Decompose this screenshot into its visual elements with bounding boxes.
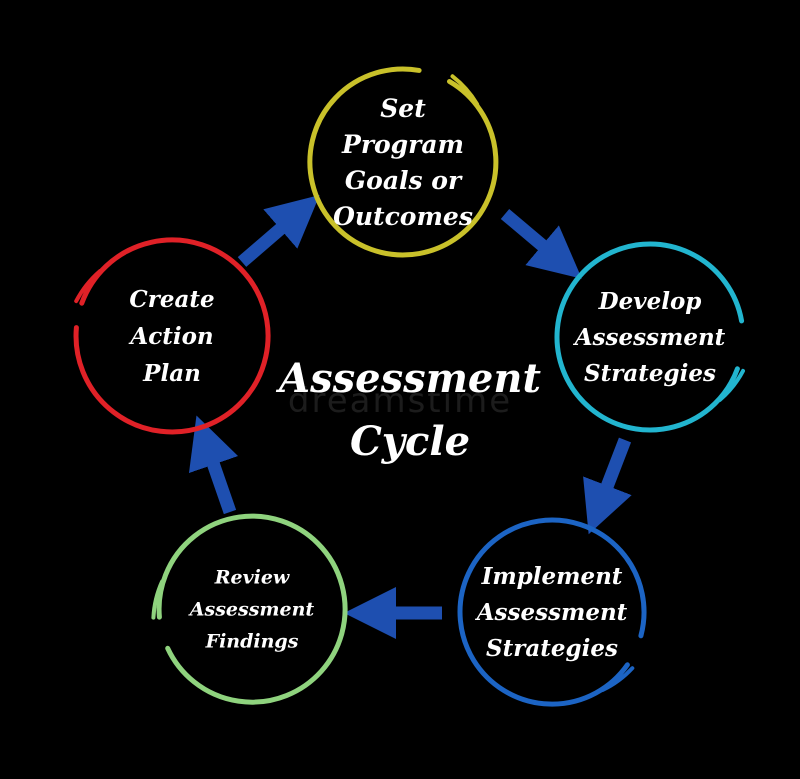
step-label-line: Create <box>129 286 214 313</box>
step-label-line: Strategies <box>486 635 618 662</box>
cycle-arrow-2 <box>500 209 582 279</box>
step-circle <box>307 66 499 258</box>
cycle-arrow-5 <box>188 415 239 515</box>
step-label-line: Set <box>380 94 426 123</box>
step-label-line: Findings <box>205 631 299 653</box>
step-circle-tail <box>151 579 165 620</box>
step-label-line: Review <box>214 567 290 589</box>
step-label-line: Plan <box>142 360 201 387</box>
step-circle <box>73 237 271 435</box>
step-label-line: Assessment <box>475 599 628 626</box>
step-label-line: Develop <box>598 288 702 315</box>
watermark: dreamstime <box>288 381 512 421</box>
center-title: Assessment Cycle <box>275 355 541 465</box>
step-label-line: Action <box>128 323 213 350</box>
cycle-arrow-3 <box>583 437 632 535</box>
step-label-line: Goals or <box>345 166 463 195</box>
step-label-line: Assessment <box>573 324 726 351</box>
step-circle-tail <box>450 74 480 107</box>
step-circle-tail <box>717 368 745 402</box>
step-label-line: Program <box>341 130 464 159</box>
center-title-line-2: Cycle <box>350 418 470 465</box>
step-label-line: Strategies <box>584 360 716 387</box>
step-circle <box>554 241 745 433</box>
step-label-line: Implement <box>481 563 623 590</box>
cycle-arrow-1 <box>237 195 320 267</box>
bottom-bar <box>0 765 800 779</box>
step-circle <box>156 513 348 705</box>
cycle-arrows <box>188 195 632 639</box>
step-circle-tail <box>600 666 635 692</box>
center-title-line-1: Assessment <box>275 355 541 402</box>
step-circle <box>457 517 647 707</box>
step-label-line: Assessment <box>188 599 315 621</box>
step-label-line: Outcomes <box>333 202 473 231</box>
step-circle-tail <box>74 269 102 304</box>
